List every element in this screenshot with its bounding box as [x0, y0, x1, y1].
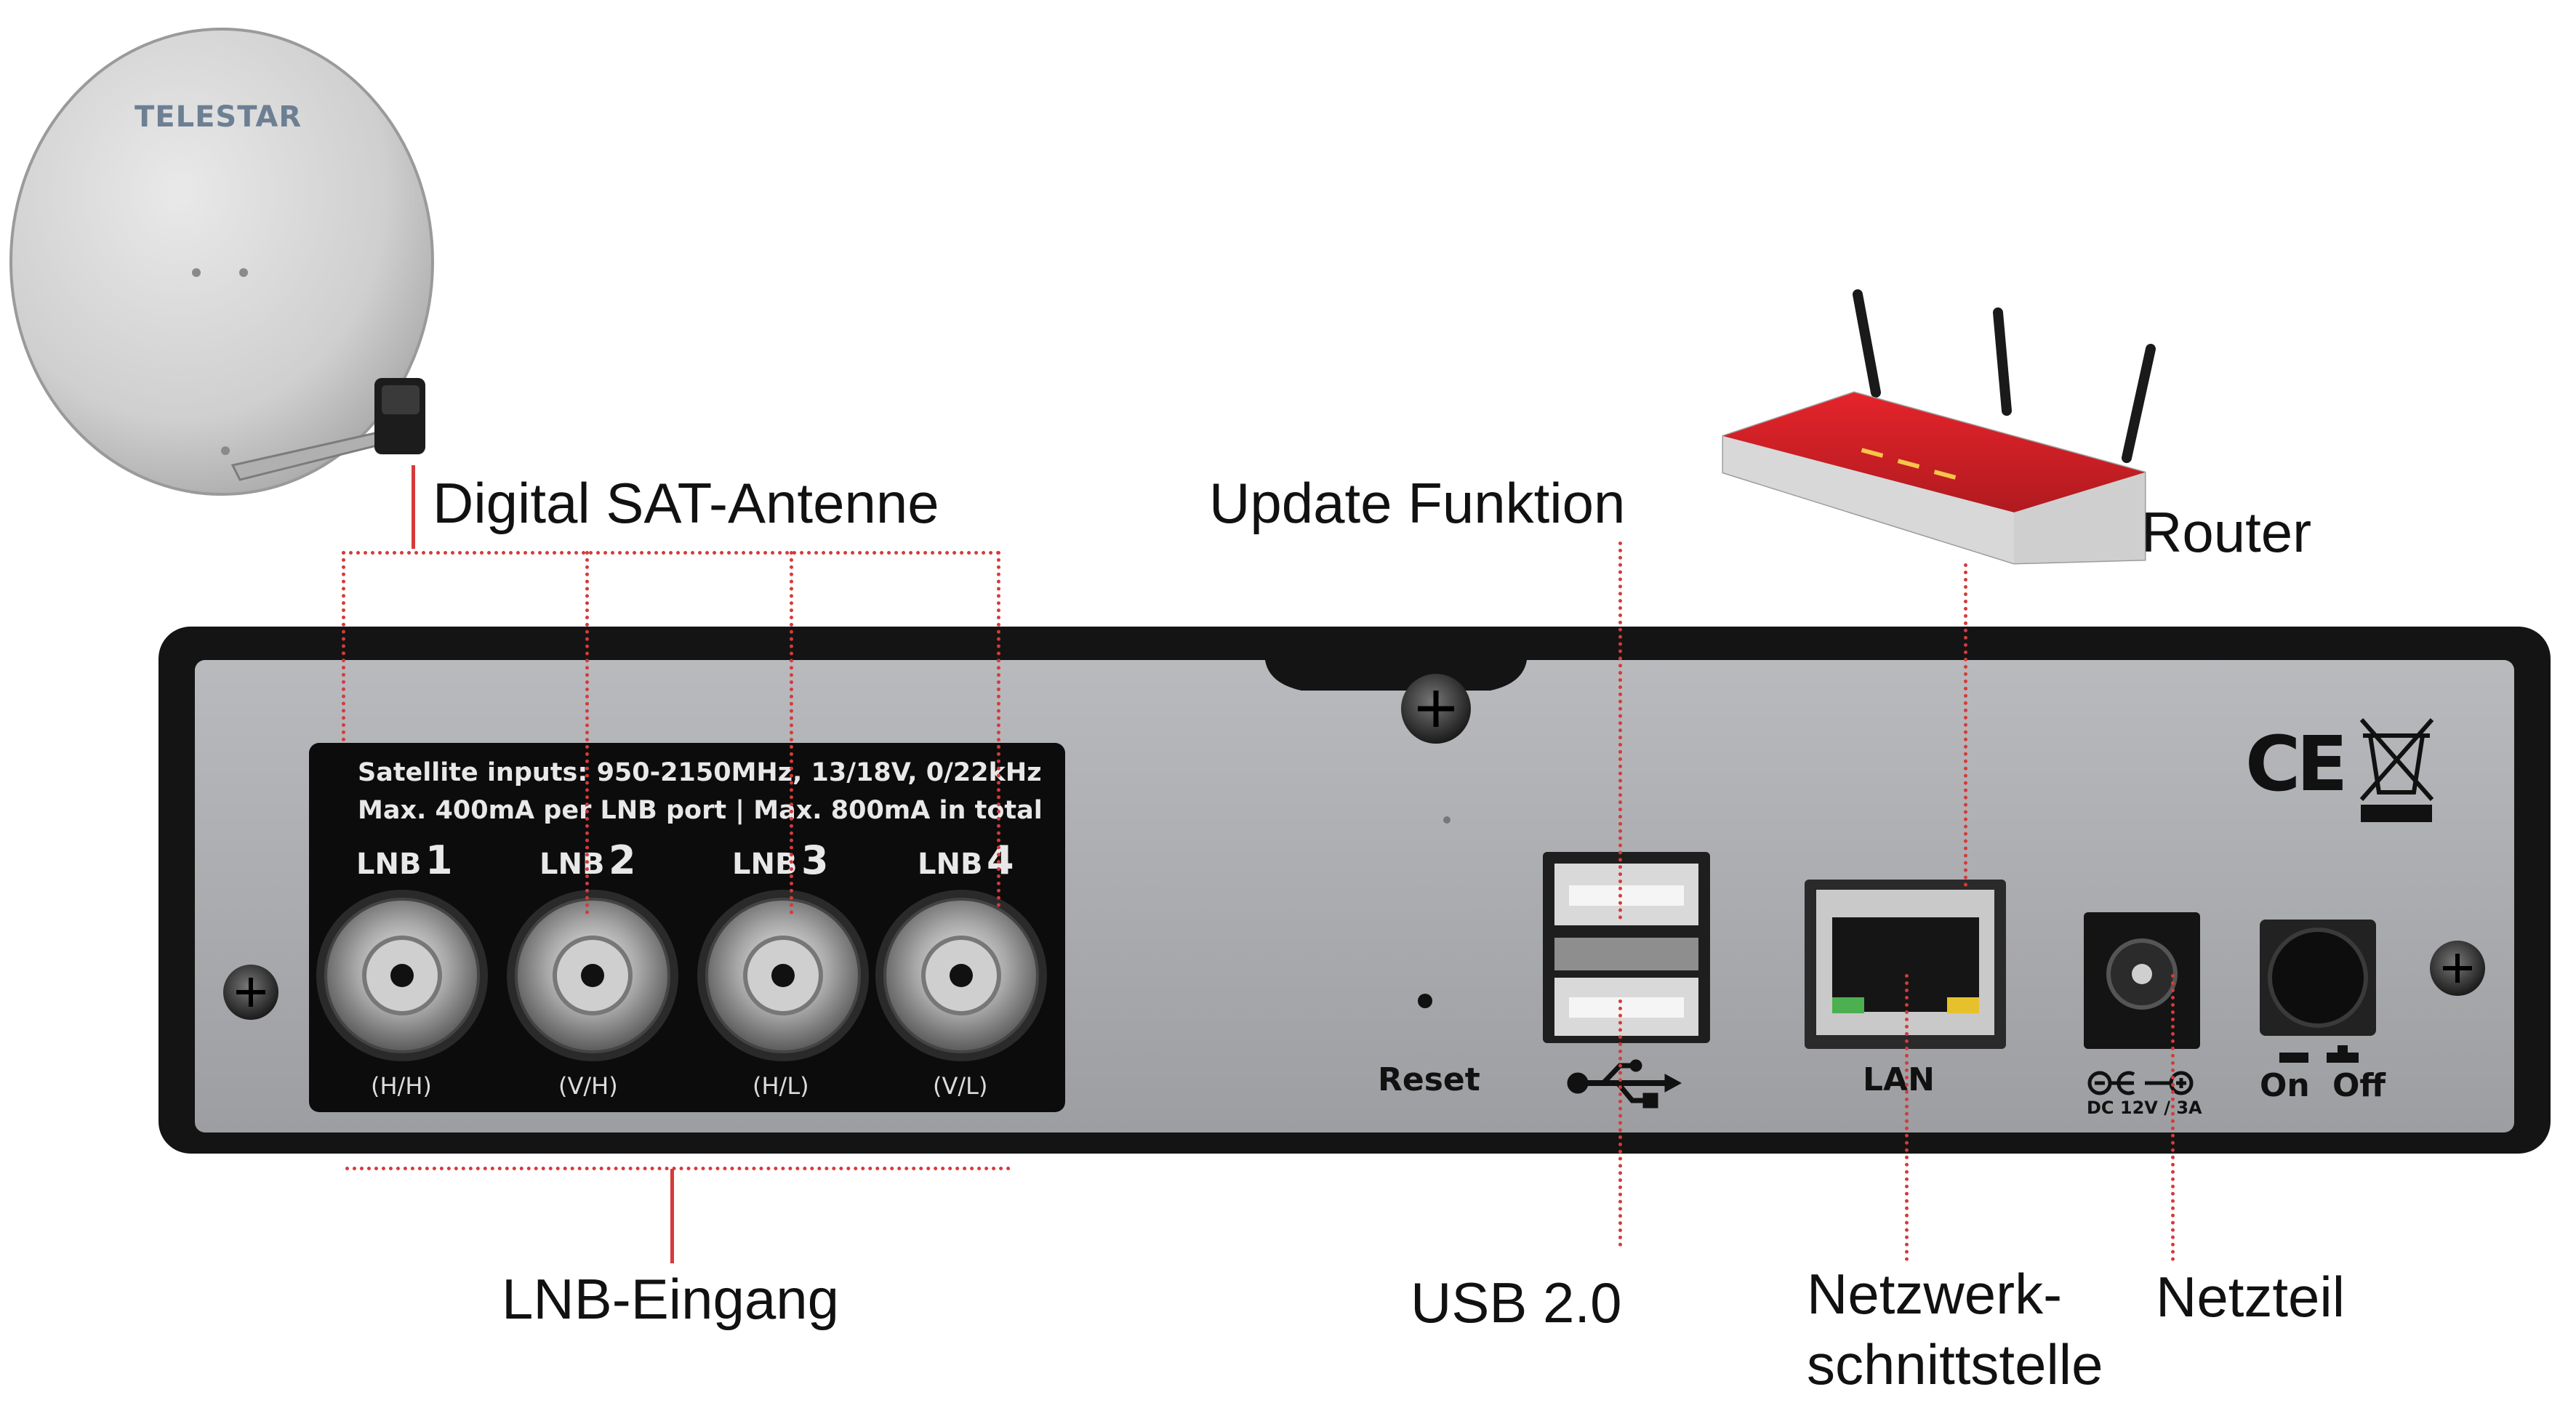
weee-bin-icon: [2359, 718, 2434, 822]
lan-port: [1805, 880, 2006, 1049]
dc-power-jack: [2084, 912, 2200, 1049]
lnb-connector: [316, 890, 488, 1061]
lnb-label-panel: [309, 743, 1065, 1112]
ce-mark: CE: [2245, 720, 2348, 808]
lnb-port-label-3: LNB 3: [732, 837, 829, 883]
reset-label: Reset: [1378, 1061, 1480, 1098]
network-leader: [1905, 974, 1909, 1261]
lnb-polarisation-4: (V/L): [933, 1072, 988, 1100]
lnb-prefix: LNB: [356, 848, 422, 881]
satellite-dish: [9, 28, 434, 496]
lnb-number: 2: [609, 837, 636, 883]
callout-network-line-1: Netzwerk-: [1807, 1262, 2063, 1326]
lnb-prefix: LNB: [539, 848, 605, 881]
usb-leader: [1618, 999, 1622, 1247]
lnb-polarisation-2: (V/H): [558, 1072, 618, 1100]
usb-icon: [1567, 1059, 1682, 1109]
callout-lnb-input: LNB-Eingang: [502, 1267, 839, 1331]
lnb-number: 1: [425, 837, 453, 883]
callout-usb: USB 2.0: [1411, 1271, 1622, 1335]
switch-off-label: Off: [2332, 1067, 2386, 1104]
antenna-bracket-top: [342, 551, 1000, 555]
antenna-drop-1: [342, 551, 345, 741]
lnb-prefix: LNB: [918, 848, 983, 881]
lan-label: LAN: [1863, 1061, 1935, 1098]
antenna-drop-3: [790, 551, 793, 914]
reset-pinhole: [1418, 994, 1432, 1008]
lnb-number: 3: [801, 837, 829, 883]
dish-brand-logo: TELESTAR: [135, 100, 302, 134]
router-leader: [1964, 563, 1967, 887]
lnb-prefix: LNB: [732, 848, 798, 881]
lnb-input-bracket: [345, 1167, 1011, 1170]
callout-update-function: Update Funktion: [1209, 471, 1626, 535]
lnb-polarisation-3: (H/L): [753, 1072, 809, 1100]
lnb-connector: [507, 890, 678, 1061]
antenna-drop-2: [585, 551, 589, 914]
lnb-icon: [374, 378, 425, 454]
usb-port: [1543, 852, 1710, 1043]
callout-router: Router: [2141, 500, 2312, 564]
lnb-connector: [697, 890, 869, 1061]
mounting-screw: [223, 674, 2485, 1020]
power-leader: [2171, 974, 2175, 1261]
lnb-input-leader: [670, 1169, 674, 1263]
callout-network-line-2: schnittstelle: [1807, 1332, 2103, 1396]
callout-antenna: Digital SAT-Antenne: [433, 471, 939, 535]
antenna-drop-4: [997, 551, 1000, 907]
switch-on-label: On: [2260, 1067, 2310, 1104]
spec-line-2: Max. 400mA per LNB port | Max. 800mA in …: [358, 796, 1043, 825]
lnb-connector: [875, 890, 1047, 1061]
router-device: [1722, 289, 2156, 565]
antenna-leader: [412, 465, 415, 549]
dc-rating-label: DC 12V / 3A: [2087, 1098, 2202, 1118]
spec-line-1: Satellite inputs: 950-2150MHz, 13/18V, 0…: [358, 758, 1042, 787]
power-switch: [2260, 920, 2376, 1063]
callout-power-supply: Netzteil: [2156, 1265, 2346, 1329]
lnb-port-label-2: LNB 2: [539, 837, 636, 883]
lnb-port-label-1: LNB 1: [356, 837, 453, 883]
receiver-rear-panel: [159, 627, 2551, 1154]
lnb-polarisation-1: (H/H): [371, 1072, 432, 1100]
update-leader: [1618, 542, 1622, 920]
